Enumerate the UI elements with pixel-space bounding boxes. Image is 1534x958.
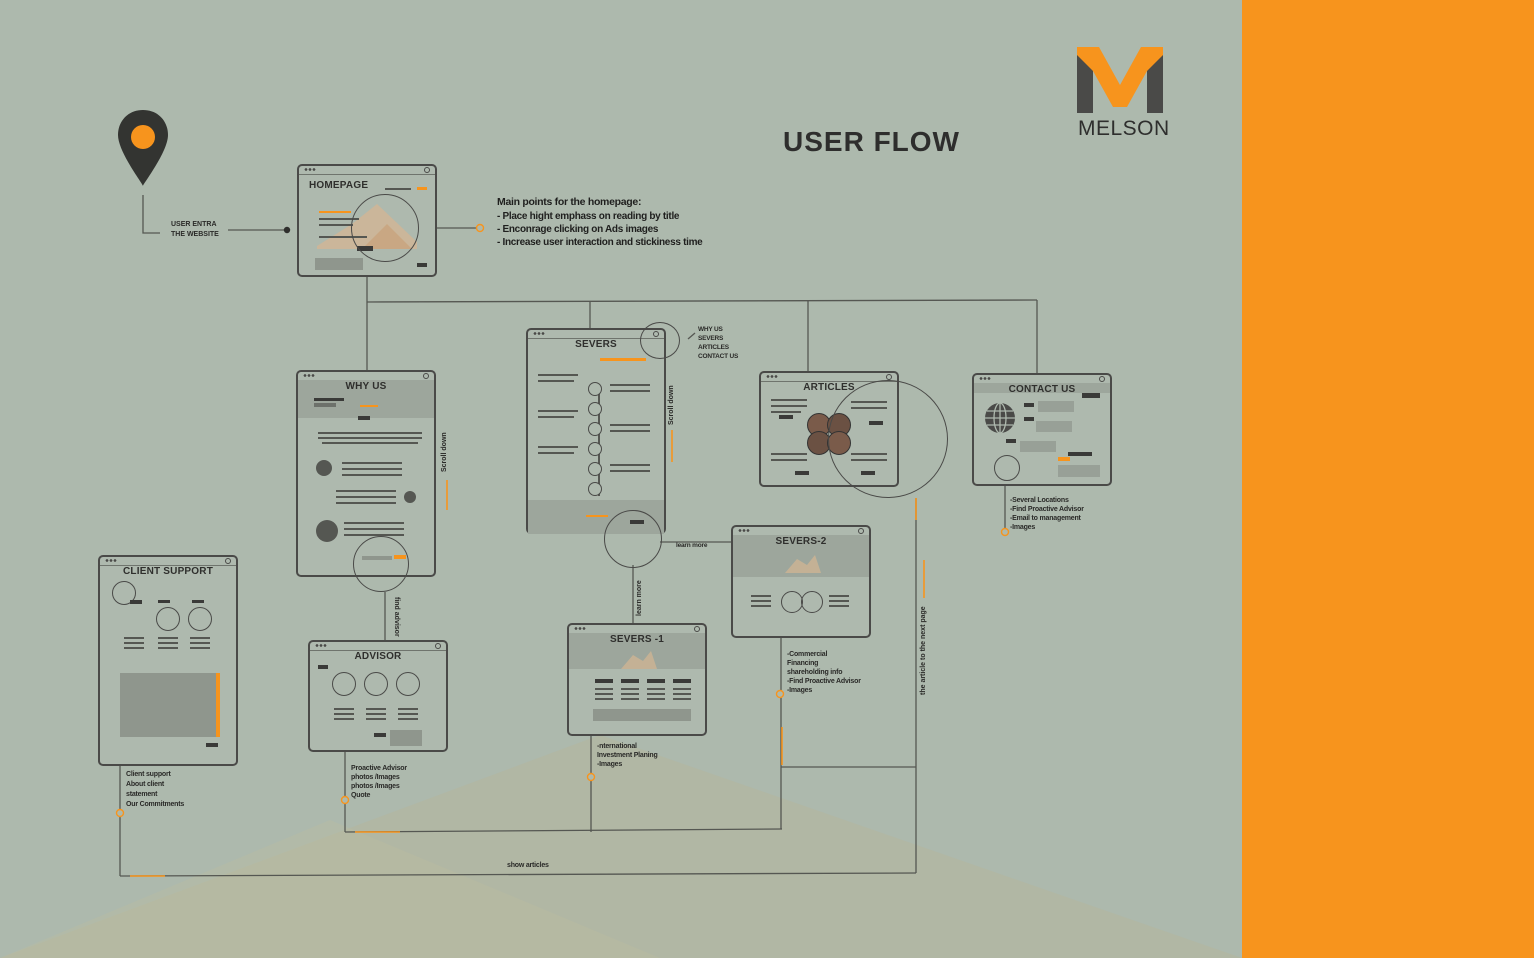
note-line: Client support	[126, 771, 171, 778]
logo-text: MELSON	[1078, 117, 1170, 140]
advisor-wireframe[interactable]: ADVISOR	[308, 640, 448, 752]
main-points-heading: Main points for the homepage:	[497, 196, 642, 208]
note-line: About client	[126, 781, 165, 788]
severs-wireframe[interactable]: SEVERS	[526, 328, 666, 534]
note-line: shareholding info	[787, 669, 843, 676]
note-line: -Email to management	[1010, 515, 1081, 522]
find-advisor-label: find advisor	[393, 597, 400, 637]
severs-menu-item: CONTACT US	[698, 353, 739, 360]
homepage-title: HOMEPAGE	[309, 180, 369, 191]
contact-notes: -Several Locations -Find Proactive Advis…	[1010, 496, 1084, 532]
severs-1-wireframe[interactable]: SEVERS -1	[567, 623, 707, 736]
page-title: USER FLOW	[783, 126, 960, 157]
severs-2-title: SEVERS-2	[775, 536, 827, 547]
contact-us-wireframe[interactable]: CONTACT US	[972, 373, 1112, 486]
note-line: photos /Images	[351, 774, 400, 781]
articles-title: ARTICLES	[803, 382, 855, 393]
melson-m-logo-icon	[1077, 47, 1163, 113]
note-line: -Commercial	[787, 651, 828, 658]
article-hotspot[interactable]	[828, 380, 948, 498]
entry-label-line1: USER ENTRA	[171, 221, 217, 228]
note-line: -Images	[787, 687, 813, 694]
why-us-title: WHY US	[345, 381, 387, 392]
show-articles-label: show articles	[507, 862, 549, 869]
map-pin-icon	[116, 108, 170, 188]
client-support-title: CLIENT SUPPORT	[122, 566, 214, 577]
advisor-notes: Proactive Advisor photos /Images photos …	[351, 764, 407, 800]
orange-side-panel	[1242, 0, 1534, 958]
note-line: Financing	[787, 660, 819, 667]
contact-us-title: CONTACT US	[1008, 384, 1076, 395]
globe-icon	[983, 401, 1017, 440]
advisor-title: ADVISOR	[354, 651, 402, 662]
note-line: photos /Images	[351, 783, 400, 790]
learn-more-label: learn more	[676, 542, 708, 549]
client-notes: Client support About client statement Ou…	[126, 770, 184, 810]
article-next-page-label: the article to the next page	[920, 606, 927, 695]
learn-more-hotspot[interactable]	[604, 510, 662, 568]
severs-menu-item: SEVERS	[698, 335, 724, 342]
main-point-item: - Increase user interaction and stickine…	[497, 237, 703, 248]
user-flow-board: USER ENTRA THE WEBSITE USER FLOW MELSON …	[0, 0, 1242, 958]
severs-title: SEVERS	[575, 339, 617, 350]
scroll-down-label-1: Scroll down	[441, 432, 448, 472]
entry-label: USER ENTRA THE WEBSITE	[171, 220, 219, 240]
homepage-main-points: Main points for the homepage: - Place hi…	[497, 196, 703, 249]
homepage-wireframe[interactable]: HOMEPAGE	[297, 164, 437, 277]
note-line: Our Commitments	[126, 801, 185, 808]
severs-2-notes: -Commercial Financing shareholding info …	[787, 650, 861, 695]
note-line: statement	[126, 791, 158, 798]
severs-menu-hotspot[interactable]	[640, 322, 680, 359]
severs-1-title: SEVERS -1	[609, 634, 665, 645]
note-line: Investment Planing	[597, 752, 658, 759]
why-us-wireframe[interactable]: WHY US	[296, 370, 436, 577]
note-line: -nternational	[597, 743, 637, 750]
severs-1-notes: -nternational Investment Planing -Images	[597, 742, 658, 769]
severs-2-wireframe[interactable]: SEVERS-2	[731, 525, 871, 638]
main-point-item: - Enconrage clicking on Ads images	[497, 224, 659, 235]
client-support-wireframe[interactable]: CLIENT SUPPORT	[98, 555, 238, 766]
note-line: -Images	[597, 761, 623, 768]
severs-menu-list: WHY US SEVERS ARTICLES CONTACT US	[698, 325, 738, 361]
learn-more-vertical-label: learn more	[636, 580, 643, 616]
main-point-item: - Place hight emphass on reading by titl…	[497, 211, 680, 222]
entry-label-line2: THE WEBSITE	[171, 231, 219, 238]
note-line: -Find Proactive Advisor	[1010, 506, 1084, 513]
note-line: Proactive Advisor	[351, 765, 407, 772]
severs-menu-item: WHY US	[698, 326, 723, 333]
note-line: -Find Proactive Advisor	[787, 678, 861, 685]
connector-lines	[115, 195, 1038, 877]
note-line: -Several Locations	[1010, 497, 1069, 504]
severs-menu-item: ARTICLES	[698, 344, 729, 351]
note-line: Quote	[351, 792, 371, 799]
find-advisor-hotspot[interactable]	[353, 536, 409, 592]
note-line: -Images	[1010, 524, 1036, 531]
scroll-down-label-2: Scroll down	[668, 385, 675, 425]
